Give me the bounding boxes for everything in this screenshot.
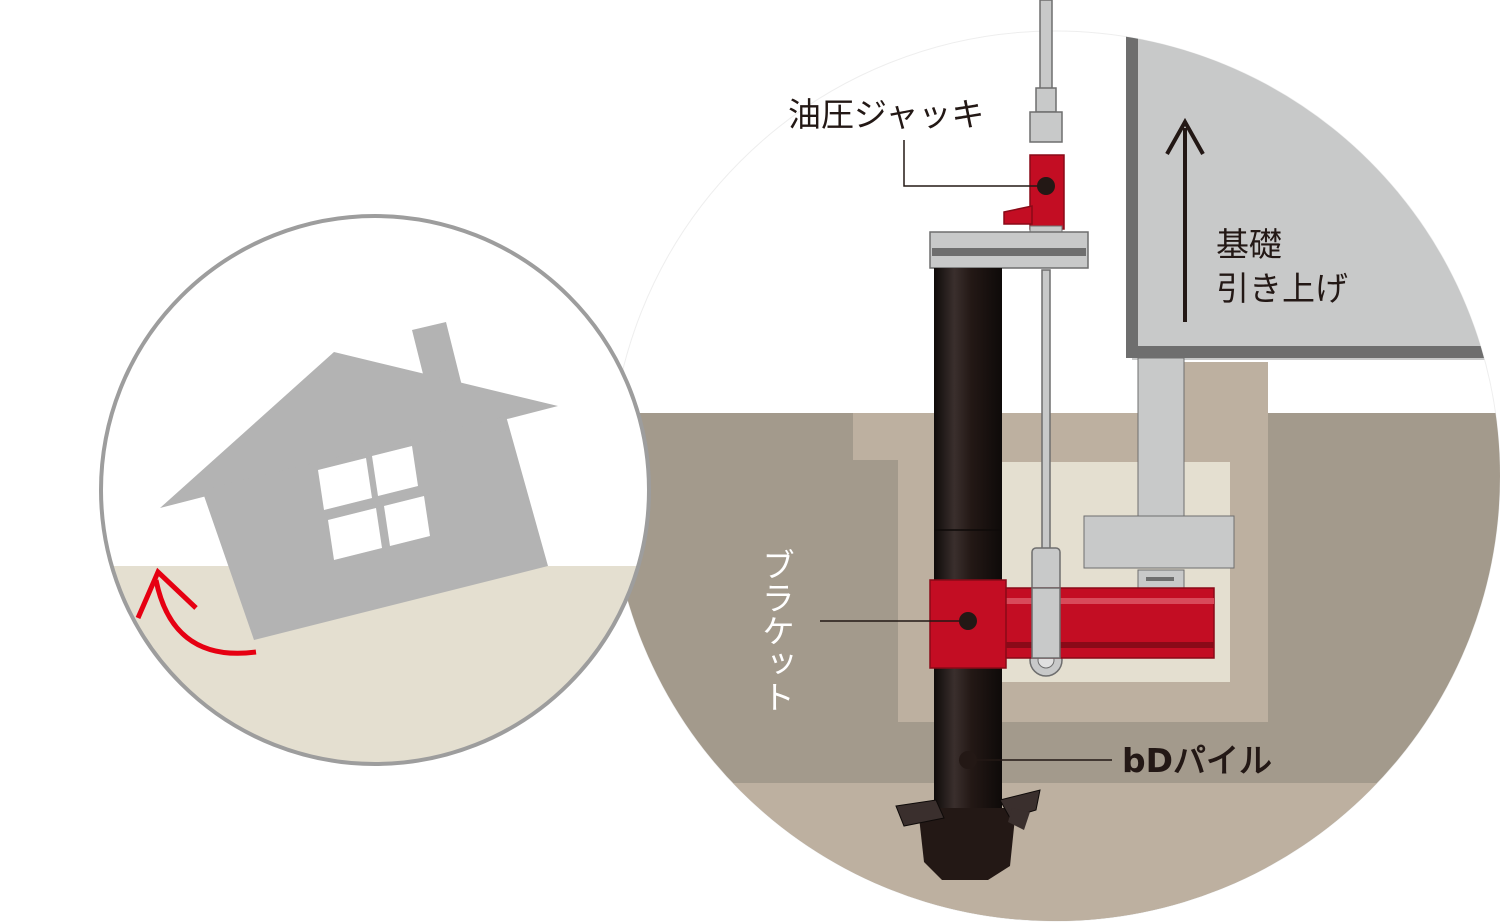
- bd-pile: [895, 268, 1041, 880]
- leader-bracket: [820, 612, 977, 630]
- footing-stem: [1137, 357, 1185, 519]
- footing-plate-mark: [1146, 577, 1174, 581]
- lift-label-line1: 基礎: [1216, 225, 1282, 264]
- house-icon: [160, 322, 558, 640]
- leader-jack: [903, 140, 1055, 195]
- lift-label-line2: 引き上げ: [1216, 269, 1348, 308]
- bracket-label: ブラケット: [757, 548, 796, 713]
- pile-cap-plate: [929, 231, 1089, 269]
- soil-light-layer: [610, 783, 1500, 921]
- up-arrow-icon: [1165, 117, 1205, 322]
- foundation-edge-bottom: [1126, 346, 1500, 358]
- rotate-arrow-icon: [135, 567, 257, 656]
- footing-base: [1083, 515, 1235, 569]
- support-rod-front: [1031, 587, 1061, 659]
- pile-label: bDパイル: [1122, 741, 1272, 780]
- foundation-edge-left: [1126, 36, 1138, 358]
- jack-label: 油圧ジャッキ: [788, 95, 984, 134]
- tilted-house-circle: [99, 214, 651, 766]
- leader-pile: [959, 751, 1112, 769]
